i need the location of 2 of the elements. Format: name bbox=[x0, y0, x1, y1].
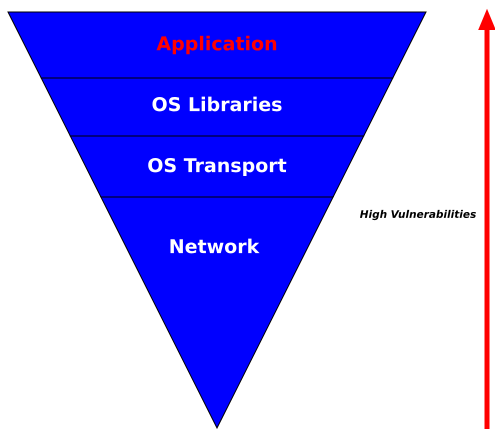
axis-label: High Vulnerabilities bbox=[360, 210, 476, 220]
layer-band: OS Transport bbox=[70, 136, 365, 198]
